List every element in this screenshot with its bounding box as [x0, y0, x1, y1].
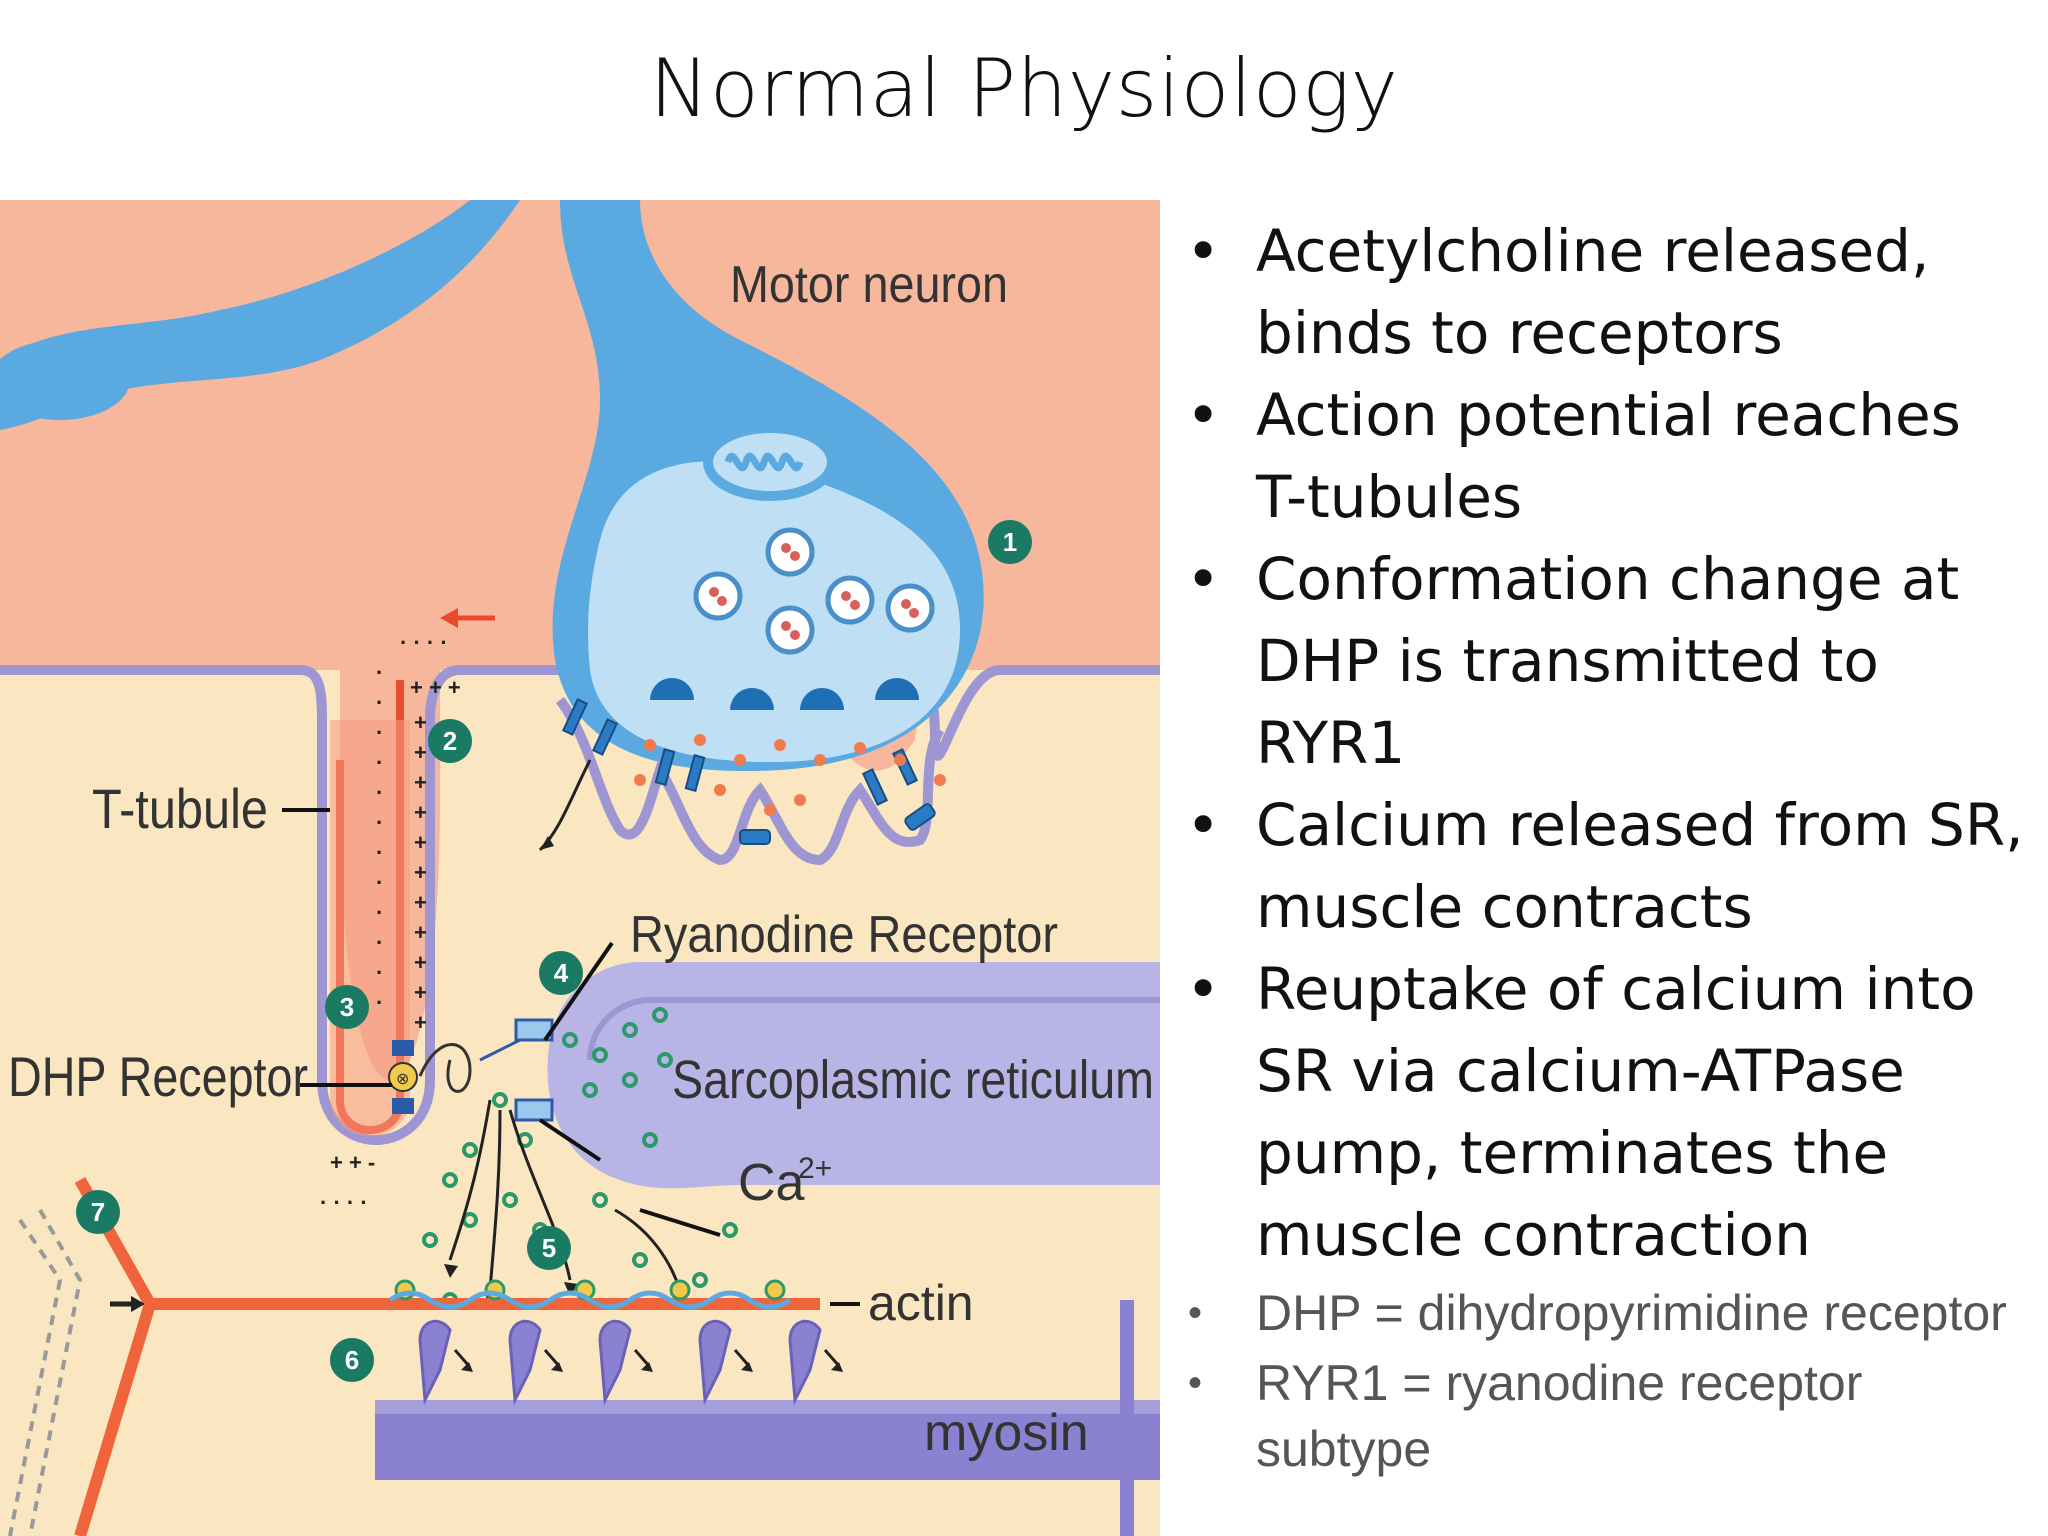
- svg-text:·: ·: [376, 990, 383, 1015]
- svg-text:+ + -: + + -: [330, 1150, 375, 1175]
- sarcolemma: [0, 665, 560, 1145]
- bullet-dot: •: [1188, 1291, 1203, 1335]
- svg-text:1: 1: [1003, 527, 1017, 557]
- diagram-muscle-excitation: · · · · · · · · · · · · · · · · + + + + + + + + + + +…: [0, 200, 1160, 1536]
- ach-receptors: [561, 698, 936, 845]
- svg-text:+: +: [414, 710, 427, 735]
- label-sarcoplasmic-reticulum: Sarcoplasmic reticulum: [672, 1050, 1154, 1110]
- tropomyosin: [388, 1290, 792, 1310]
- svg-text:3: 3: [340, 992, 354, 1022]
- svg-text:+: +: [414, 740, 427, 765]
- bullet-reuptake: •Reuptake of calcium into SR via calcium…: [1170, 948, 2030, 1276]
- bullet-dot: •: [1188, 1361, 1203, 1405]
- dhp-receptor-channel: ⊗: [388, 1040, 418, 1114]
- myosin-heads: [418, 1319, 822, 1406]
- svg-text:⊗: ⊗: [396, 1071, 409, 1088]
- svg-text:+: +: [414, 860, 427, 885]
- power-stroke-arrows: [453, 1349, 843, 1372]
- step-marker-2: 2: [428, 719, 472, 763]
- svg-text:·: ·: [376, 930, 383, 955]
- label-calcium: Ca: [738, 1154, 805, 1212]
- bullet-dot: •: [1186, 545, 1221, 613]
- bullet-dot: •: [1186, 791, 1221, 859]
- acetylcholine-molecules: [634, 734, 946, 816]
- svg-text:+: +: [414, 1010, 427, 1035]
- sarcomere-boundary: [8, 1209, 83, 1536]
- label-dhp-receptor: DHP Receptor: [8, 1045, 308, 1108]
- docked-vesicles: [650, 678, 919, 710]
- label-calcium-charge: 2+: [798, 1152, 832, 1185]
- svg-text:+ + +: + + +: [410, 675, 461, 700]
- calcium-flow-arrows: [448, 1099, 682, 1291]
- ryanodine-receptor-channel: [479, 1018, 554, 1122]
- step-marker-5: 5: [527, 1226, 571, 1270]
- svg-text:·: ·: [376, 660, 383, 685]
- bullet-acetylcholine: •Acetylcholine released, binds to recept…: [1170, 210, 2030, 374]
- svg-text:+: +: [414, 770, 427, 795]
- svg-text:·: ·: [376, 750, 383, 775]
- svg-text:6: 6: [345, 1345, 359, 1375]
- svg-text:+: +: [414, 980, 427, 1005]
- bullet-dot: •: [1186, 955, 1221, 1023]
- svg-text:·: ·: [376, 810, 383, 835]
- svg-text:5: 5: [542, 1233, 556, 1263]
- label-ryanodine-receptor: Ryanodine Receptor: [630, 906, 1058, 964]
- svg-text:· · · ·: · · · ·: [400, 630, 448, 655]
- step-marker-3: 3: [325, 985, 369, 1029]
- svg-text:· · · ·: · · · ·: [320, 1190, 368, 1215]
- svg-text:2: 2: [443, 726, 457, 756]
- svg-text:·: ·: [376, 900, 383, 925]
- bullet-dot: •: [1186, 217, 1221, 285]
- bullet-action-potential: •Action potential reaches T-tubules: [1170, 374, 2030, 538]
- svg-text:+: +: [414, 800, 427, 825]
- svg-text:+: +: [414, 920, 427, 945]
- bullet-dot: •: [1186, 381, 1221, 449]
- synaptic-vesicles: [693, 527, 935, 655]
- svg-text:7: 7: [91, 1197, 105, 1227]
- motor-neuron-axon: [0, 200, 520, 430]
- label-t-tubule: T-tubule: [92, 777, 268, 840]
- axon-node: [0, 340, 130, 420]
- junctional-folds: [555, 697, 945, 866]
- membrane-charges: · · · · · · · · · · · · · · · · + + + + + + + + + + +…: [320, 630, 461, 1215]
- step-marker-1: 1: [988, 520, 1032, 564]
- leader-lines: [282, 808, 860, 1306]
- svg-text:4: 4: [554, 958, 569, 988]
- label-actin: actin: [868, 1275, 974, 1331]
- sarcoplasmic-reticulum: [547, 962, 1160, 1189]
- svg-text:·: ·: [376, 780, 383, 805]
- svg-text:·: ·: [376, 870, 383, 895]
- bullet-calcium-release: •Calcium released from SR, muscle contra…: [1170, 784, 2030, 948]
- vesicle-contents: [709, 543, 919, 640]
- step-marker-4: 4: [539, 951, 583, 995]
- svg-text:·: ·: [376, 720, 383, 745]
- slide-title: Normal Physiology: [649, 42, 1399, 135]
- svg-text:·: ·: [376, 690, 383, 715]
- svg-text:+: +: [414, 830, 427, 855]
- label-motor-neuron: Motor neuron: [730, 256, 1008, 314]
- bullet-list: •Acetylcholine released, binds to recept…: [1170, 210, 2030, 1482]
- dhp-ryr-link: [418, 1043, 472, 1093]
- calcium-ions: [422, 1007, 738, 1308]
- bullet-ryr1-definition: •RYR1 = ryanodine receptor subtype: [1170, 1350, 2030, 1482]
- label-myosin: myosin: [924, 1404, 1089, 1462]
- step-marker-6: 6: [330, 1338, 374, 1382]
- svg-text:+: +: [414, 890, 427, 915]
- t-tubule-lumen: [330, 720, 410, 1137]
- bullet-dhp-definition: •DHP = dihydropyrimidine receptor: [1170, 1280, 2030, 1346]
- bullet-conformation-change: •Conformation change at DHP is transmitt…: [1170, 538, 2030, 784]
- svg-text:·: ·: [376, 960, 383, 985]
- svg-text:·: ·: [376, 840, 383, 865]
- step-marker-7: 7: [76, 1190, 120, 1234]
- svg-text:+: +: [414, 950, 427, 975]
